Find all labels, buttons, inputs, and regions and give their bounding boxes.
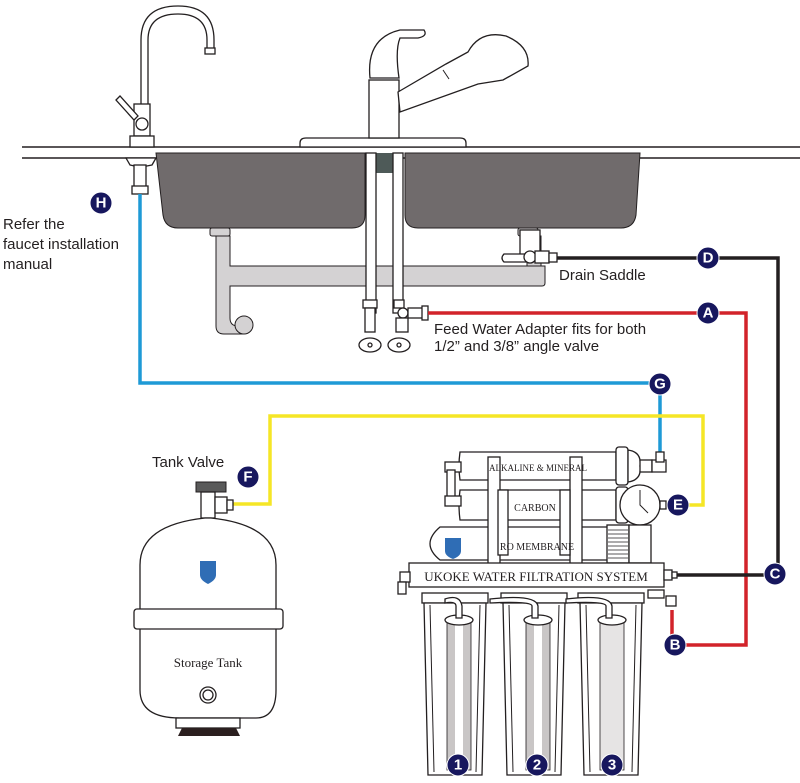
filter-label-alkaline: ALKALINE & MINERAL bbox=[489, 463, 587, 473]
svg-text:F: F bbox=[243, 469, 252, 486]
svg-text:3: 3 bbox=[608, 757, 616, 774]
yellow-tube bbox=[232, 414, 705, 507]
faucet-note-line-3: manual bbox=[3, 256, 52, 273]
filter-canister-3 bbox=[565, 592, 645, 776]
faucet-note-line-2: faucet installation bbox=[3, 236, 119, 253]
drain-saddle bbox=[501, 229, 558, 264]
tank-valve-label: Tank Valve bbox=[152, 454, 224, 471]
supply-lines bbox=[358, 152, 429, 353]
svg-text:G: G bbox=[654, 376, 666, 393]
ro-faucet bbox=[115, 5, 216, 195]
badge-stage-3: 3 bbox=[600, 753, 624, 777]
drain-saddle-label: Drain Saddle bbox=[559, 267, 646, 284]
feed-water-label-line-1: Feed Water Adapter fits for both bbox=[434, 321, 646, 338]
tank-logo-icon bbox=[200, 561, 216, 584]
svg-text:C: C bbox=[770, 566, 781, 583]
sink-basin-right bbox=[404, 152, 641, 229]
badge-d: D bbox=[696, 246, 720, 270]
svg-text:1: 1 bbox=[454, 757, 462, 774]
badge-e: E bbox=[666, 493, 690, 517]
badge-g: G bbox=[648, 372, 672, 396]
feed-water-label-line-2: 1/2” and 3/8” angle valve bbox=[434, 338, 599, 355]
svg-text:H: H bbox=[96, 195, 107, 212]
filter-label-ro-membrane: RO MEMBRANE bbox=[500, 542, 574, 553]
black-tube bbox=[557, 256, 780, 577]
svg-text:D: D bbox=[703, 250, 714, 267]
badge-b: B bbox=[663, 633, 687, 657]
filter-label-carbon: CARBON bbox=[514, 503, 556, 514]
badge-stage-1: 1 bbox=[446, 753, 470, 777]
badge-c: C bbox=[763, 562, 787, 586]
annotations: Refer the faucet installation manual Dra… bbox=[3, 216, 646, 471]
svg-text:A: A bbox=[703, 305, 714, 322]
system-logo-icon bbox=[445, 538, 461, 559]
faucet-note-line-1: Refer the bbox=[3, 216, 65, 233]
badge-a: A bbox=[696, 301, 720, 325]
kitchen-faucet bbox=[299, 29, 529, 148]
tubing bbox=[138, 194, 780, 647]
badge-stage-2: 2 bbox=[525, 753, 549, 777]
svg-text:2: 2 bbox=[533, 757, 541, 774]
system-name-label: UKOKE WATER FILTRATION SYSTEM bbox=[424, 569, 648, 584]
svg-text:E: E bbox=[673, 497, 683, 514]
filter-canister-1 bbox=[421, 592, 489, 776]
red-tube bbox=[428, 311, 748, 647]
badge-h: H bbox=[89, 191, 113, 215]
storage-tank: Storage Tank bbox=[133, 481, 284, 736]
filter-canister-2 bbox=[489, 592, 568, 776]
connection-badges: H D A G F E C B 1 2 3 bbox=[89, 191, 787, 777]
filtration-system: ALKALINE & MINERAL CARBON RO MEMBRANE UK… bbox=[397, 446, 678, 776]
svg-text:B: B bbox=[670, 637, 681, 654]
storage-tank-label: Storage Tank bbox=[174, 655, 243, 670]
sink-basin-left bbox=[155, 152, 366, 229]
drain-pipe bbox=[215, 235, 546, 335]
badge-f: F bbox=[236, 465, 260, 489]
